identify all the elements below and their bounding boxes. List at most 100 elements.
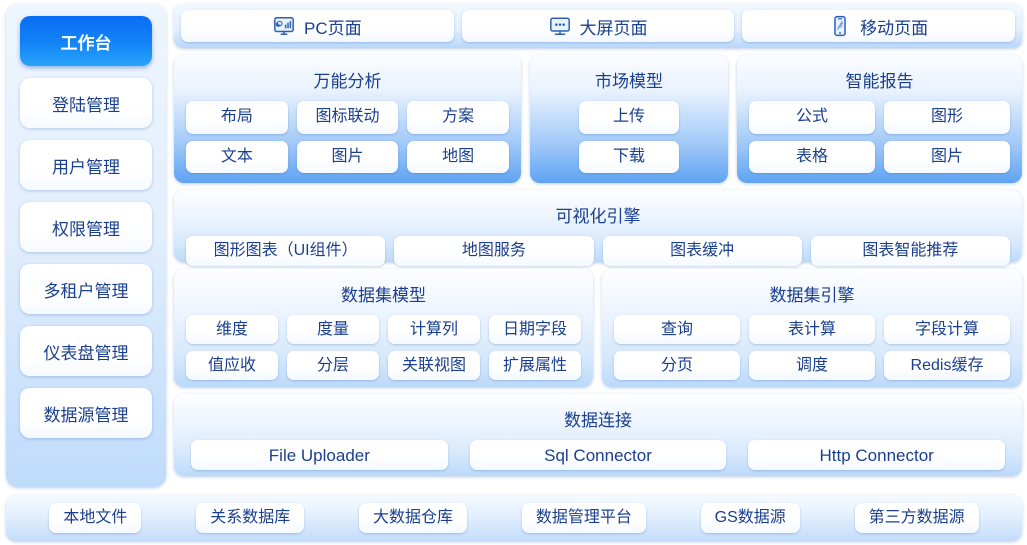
chip-button[interactable]: 地图服务	[394, 236, 594, 266]
chip-button[interactable]: 布局	[186, 101, 288, 134]
chip-row: 值应收分层关联视图扩展属性	[186, 351, 581, 380]
tab-mobile-phone[interactable]: 移动页面	[742, 10, 1016, 42]
chip-button[interactable]: 图形图表（UI组件）	[186, 236, 386, 266]
sidebar-item-label: 多租户管理	[43, 281, 129, 301]
panel-title-market-model: 市场模型	[595, 72, 663, 91]
dataset-row: 数据集模型 维度度量计算列日期字段值应收分层关联视图扩展属性 数据集引擎 查询表…	[174, 269, 1022, 387]
chip-button[interactable]: 下载	[579, 140, 679, 173]
chip-button[interactable]: 表计算	[749, 315, 875, 344]
panel-smart-report: 智能报告 公式图形表格图片	[737, 55, 1022, 183]
chip-button[interactable]: 字段计算	[884, 315, 1010, 344]
panel-title-dataset-engine: 数据集引擎	[769, 286, 855, 305]
chip-button[interactable]: 查询	[614, 315, 740, 344]
chip-button[interactable]: 图片	[884, 140, 1010, 173]
chip-row: 上传	[542, 101, 716, 134]
sidebar-item-label: 工作台	[60, 33, 112, 53]
chip-button[interactable]: 图表智能推荐	[810, 236, 1010, 266]
chip-group-data-connection: File Uploader Sql Connector Http Connector	[186, 440, 1010, 470]
big-screen-icon	[549, 15, 571, 37]
data-source-chip[interactable]: 第三方数据源	[854, 503, 979, 533]
data-source-chip[interactable]: 本地文件	[49, 503, 142, 533]
chip-row: 布局图标联动方案	[186, 101, 510, 134]
chip-button[interactable]: 表格	[749, 140, 875, 173]
sidebar-item-5[interactable]: 仪表盘管理	[20, 326, 152, 376]
panel-title-smart-report: 智能报告	[845, 72, 914, 91]
chip-button[interactable]: 分层	[287, 351, 379, 380]
sidebar-item-label: 用户管理	[52, 157, 120, 177]
chip-row: 公式图形	[749, 101, 1010, 134]
panel-title-universal-analysis: 万能分析	[313, 72, 382, 91]
chip-button[interactable]: 调度	[749, 351, 875, 380]
chip-row: 查询表计算字段计算	[614, 315, 1010, 344]
chip-row: 维度度量计算列日期字段	[186, 315, 581, 344]
panel-title-data-connection: 数据连接	[564, 411, 632, 430]
tab-label: PC页面	[304, 18, 362, 38]
chip-row: 表格图片	[749, 140, 1010, 173]
sidebar-item-2[interactable]: 用户管理	[20, 140, 152, 190]
sidebar-item-label: 权限管理	[52, 219, 120, 239]
sidebar-item-label: 数据源管理	[43, 405, 129, 425]
chip-button[interactable]: 方案	[407, 101, 510, 134]
panel-title-dataset-model: 数据集模型	[341, 286, 426, 305]
chip-group-visualization-engine: 图形图表（UI组件） 地图服务图表缓冲图表智能推荐	[186, 236, 1010, 266]
chip-button[interactable]: 分页	[614, 351, 740, 380]
chip-button[interactable]: 扩展属性	[489, 351, 581, 380]
chip-button[interactable]: 图形	[884, 101, 1010, 134]
chip-button[interactable]: File Uploader	[191, 440, 448, 470]
chip-group-universal-analysis: 布局图标联动方案文本图片地图	[186, 101, 510, 173]
chip-button[interactable]: Http Connector	[748, 440, 1006, 470]
chip-button[interactable]: 地图	[407, 140, 510, 173]
chip-button[interactable]: 图片	[296, 140, 399, 173]
chip-button[interactable]: 度量	[287, 315, 379, 344]
monitor-chart-icon	[273, 15, 295, 37]
panel-title-visualization-engine: 可视化引擎	[555, 207, 641, 226]
chip-button[interactable]: 日期字段	[489, 315, 581, 344]
chip-button[interactable]: 值应收	[186, 351, 278, 380]
chip-button[interactable]: 图表缓冲	[602, 236, 802, 266]
chip-button[interactable]: 文本	[186, 140, 288, 173]
data-source-chip[interactable]: 关系数据库	[196, 503, 305, 533]
sidebar-item-6[interactable]: 数据源管理	[20, 388, 152, 438]
chip-row: 分页调度 Redis缓存	[614, 351, 1010, 380]
panel-data-connection: 数据连接 File Uploader Sql Connector Http Conn…	[174, 394, 1022, 476]
data-source-chip[interactable]: 大数据仓库	[359, 503, 468, 533]
main-content: PC页面大屏页面移动页面 万能分析 布局图标联动方案文本图片地图 市场模型 上传…	[174, 4, 1022, 487]
chip-button[interactable]: Redis缓存	[884, 351, 1010, 380]
sidebar-item-label: 登陆管理	[52, 95, 120, 115]
chip-row: 图形图表（UI组件） 地图服务图表缓冲图表智能推荐	[186, 236, 1010, 266]
sidebar-item-3[interactable]: 权限管理	[20, 202, 152, 252]
chip-group-market-model: 上传下载	[542, 101, 716, 173]
tab-big-screen[interactable]: 大屏页面	[461, 10, 735, 42]
panel-universal-analysis: 万能分析 布局图标联动方案文本图片地图	[174, 55, 521, 183]
mobile-phone-icon	[829, 15, 851, 37]
chip-group-smart-report: 公式图形表格图片	[749, 101, 1010, 173]
chip-row: File Uploader Sql Connector Http Connector	[186, 440, 1010, 470]
sidebar-item-1[interactable]: 登陆管理	[20, 78, 152, 128]
data-source-chip[interactable]: 数据管理平台	[521, 503, 646, 533]
sidebar-item-0[interactable]: 工作台	[20, 16, 152, 66]
chip-button[interactable]: 上传	[579, 101, 679, 134]
chip-button[interactable]: 计算列	[388, 315, 480, 344]
tab-monitor-chart[interactable]: PC页面	[181, 10, 454, 42]
data-source-chip[interactable]: GS数据源	[700, 503, 800, 533]
page-type-tabbar: PC页面 大屏页面 移动页面	[174, 4, 1022, 48]
sidebar-item-label: 仪表盘管理	[43, 343, 129, 363]
tab-label: 移动页面	[860, 18, 929, 38]
tab-label: 大屏页面	[579, 18, 648, 38]
chip-button[interactable]: Sql Connector	[469, 440, 727, 470]
sidebar: 工作台登陆管理用户管理权限管理多租户管理仪表盘管理数据源管理	[6, 4, 166, 487]
chip-group-dataset-model: 维度度量计算列日期字段值应收分层关联视图扩展属性	[186, 315, 581, 380]
sidebar-item-4[interactable]: 多租户管理	[20, 264, 152, 314]
chip-button[interactable]: 关联视图	[388, 351, 480, 380]
chip-button[interactable]: 公式	[749, 101, 875, 134]
panel-visualization-engine: 可视化引擎 图形图表（UI组件） 地图服务图表缓冲图表智能推荐	[174, 190, 1022, 266]
data-source-bar: 本地文件 关系数据库 大数据仓库 数据管理平台 GS数据源 第三方数据源	[6, 495, 1022, 541]
panel-market-model: 市场模型 上传下载	[530, 55, 728, 183]
panel-dataset-model: 数据集模型 维度度量计算列日期字段值应收分层关联视图扩展属性	[174, 269, 593, 387]
feature-panel-row: 万能分析 布局图标联动方案文本图片地图 市场模型 上传下载 智能报告 公式图形表…	[174, 55, 1022, 183]
chip-button[interactable]: 维度	[186, 315, 278, 344]
chip-button[interactable]: 图标联动	[296, 101, 399, 134]
